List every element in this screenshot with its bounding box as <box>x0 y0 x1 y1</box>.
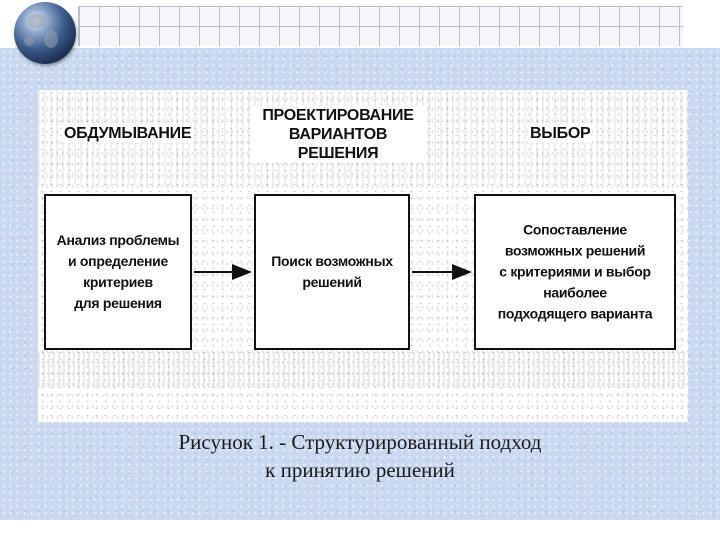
flow-arrows <box>194 264 472 280</box>
stage-heading-thinking: ОБДУМЫВАНИЕ <box>62 124 194 143</box>
scan-band-bottom <box>38 352 688 388</box>
box2-line2: решений <box>302 274 362 290</box>
caption-line2: к принятию решений <box>265 458 455 482</box>
box3-line5: подходящего варианта <box>497 305 653 322</box>
figure-caption: Рисунок 1. - Структурированный подход к … <box>60 428 660 484</box>
box-search-solutions-text: Поиск возможных решений <box>256 251 408 293</box>
box3-line3: с критериями и выбор <box>499 263 651 280</box>
box3-line1: Сопоставление <box>523 221 627 238</box>
box1-line4: для решения <box>74 295 162 311</box>
box-problem-analysis-text: Анализ проблемы и определение критериев … <box>46 230 190 314</box>
globe-icon <box>14 2 76 64</box>
bottom-strip <box>0 520 720 540</box>
caption-line1: Рисунок 1. - Структурированный подход <box>178 430 542 454</box>
box-compare-choose: Сопоставление возможных решений с критер… <box>474 194 676 350</box>
stage-heading-design-line2: ВАРИАНТОВ РЕШЕНИЯ <box>288 126 388 162</box>
top-banner <box>0 0 720 48</box>
world-map-grid <box>78 6 683 46</box>
stage-heading-design: ПРОЕКТИРОВАНИЕ ВАРИАНТОВ РЕШЕНИЯ <box>250 106 426 163</box>
box3-line2: возможных решений <box>504 242 646 259</box>
box-search-solutions: Поиск возможных решений <box>254 194 410 350</box>
box-problem-analysis: Анализ проблемы и определение критериев … <box>44 194 192 350</box>
decision-process-diagram: ОБДУМЫВАНИЕ ПРОЕКТИРОВАНИЕ ВАРИАНТОВ РЕШ… <box>38 90 688 422</box>
stage-heading-design-line1: ПРОЕКТИРОВАНИЕ <box>262 107 414 124</box>
box2-line1: Поиск возможных <box>271 253 393 269</box>
box-compare-choose-text: Сопоставление возможных решений с критер… <box>476 220 674 325</box>
box1-line1: Анализ проблемы <box>56 232 180 248</box>
box1-line3: критериев <box>83 274 153 290</box>
box3-line4: наиболее <box>543 284 607 301</box>
stage-heading-choice: ВЫБОР <box>528 124 593 143</box>
box1-line2: и определение <box>68 253 168 269</box>
